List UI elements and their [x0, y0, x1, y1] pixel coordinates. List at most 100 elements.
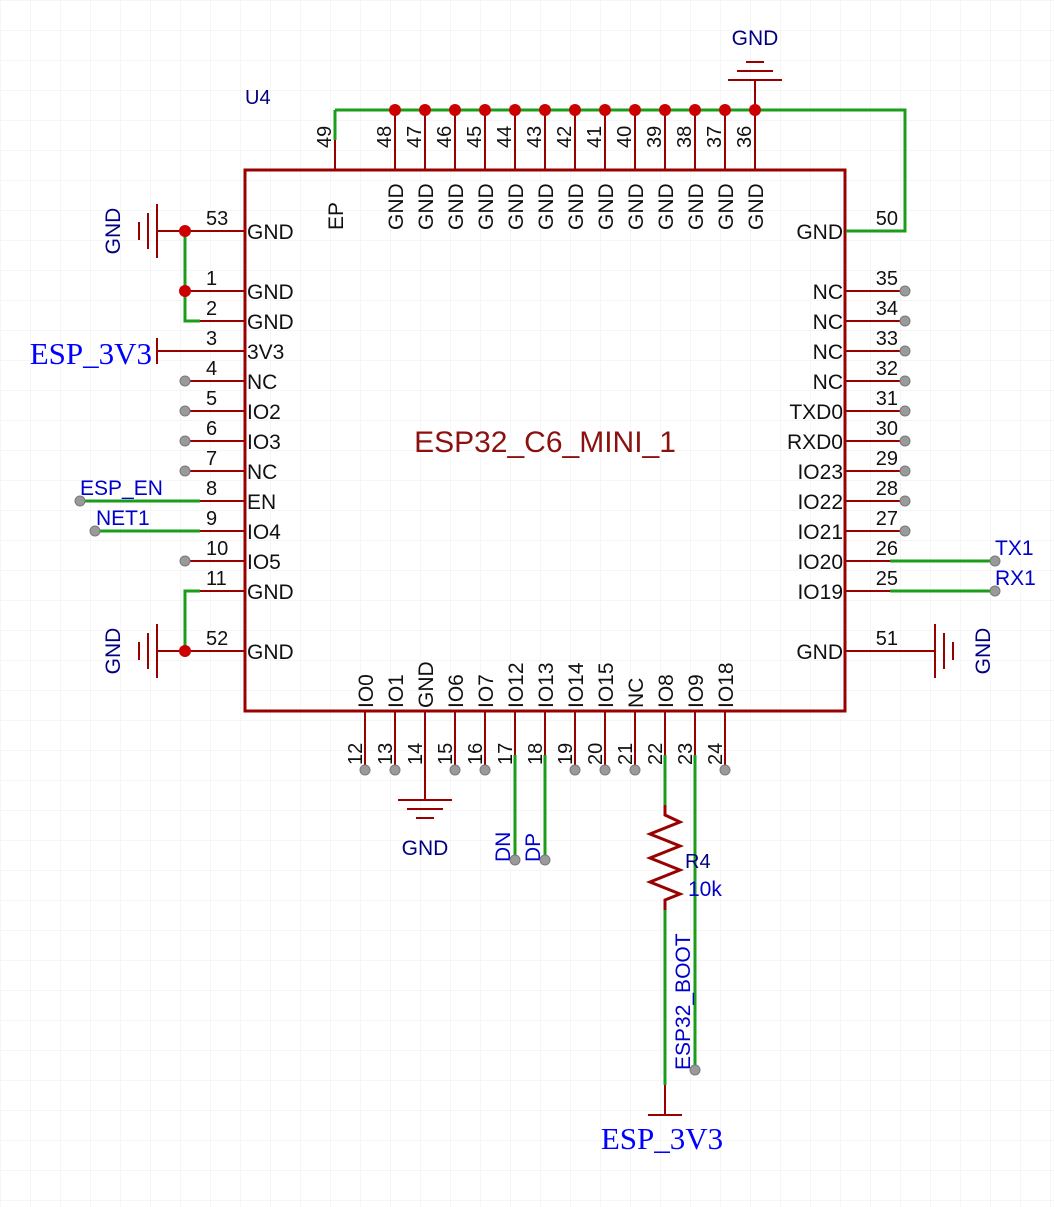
wire-end-net1[interactable]: [89, 525, 101, 537]
wire-left-gnd-53-1[interactable]: [183, 231, 200, 323]
gnd-symbol-bottom[interactable]: GND: [398, 770, 452, 860]
wire-end-dn[interactable]: [509, 854, 521, 866]
wire-end-tx1[interactable]: [989, 555, 1001, 567]
pins-bottom: 12IO013IO114GND15IO616IO717IO1218IO1319I…: [345, 661, 738, 776]
wire-end-esp-en[interactable]: [74, 495, 86, 507]
pin-number: 42: [554, 126, 576, 148]
pin-name: GND: [535, 183, 558, 230]
power-flag-3v3-bottom[interactable]: ESP_3V3: [601, 1085, 723, 1156]
pin-end-dot: [179, 405, 191, 417]
pin-name: IO18: [715, 662, 738, 708]
pin-number: 44: [494, 126, 516, 148]
gnd-symbol-left-top[interactable]: GND: [102, 204, 185, 258]
wire-end-rx1[interactable]: [989, 585, 1001, 597]
gnd-label-left-bottom: GND: [102, 628, 125, 675]
gnd-symbol-left-bottom[interactable]: GND: [102, 624, 185, 678]
pin-number: 52: [206, 628, 228, 650]
pin-name: GND: [655, 183, 678, 230]
wire-end-dp[interactable]: [539, 854, 551, 866]
pin-end-dot: [449, 764, 461, 776]
wire-top-gnd-bus[interactable]: [335, 108, 907, 233]
pin-number: 24: [705, 743, 727, 765]
pin-number: 14: [405, 743, 427, 765]
component-title: ESP32_C6_MINI_1: [414, 426, 676, 459]
pin-left-4[interactable]: 4NC: [179, 358, 277, 394]
pin-name: GND: [625, 183, 648, 230]
power-flag-3v3-left[interactable]: ESP_3V3: [30, 336, 200, 371]
pin-number: 2: [206, 298, 217, 320]
gnd-symbol-top[interactable]: GND: [728, 27, 782, 110]
pin-name: NC: [247, 461, 277, 484]
pin-end-dot: [899, 285, 911, 297]
pin-number: 20: [585, 743, 607, 765]
pin-name: IO23: [797, 461, 843, 484]
pin-number: 35: [876, 268, 898, 290]
wire-end-boot[interactable]: [689, 1064, 701, 1076]
gnd-symbol-right[interactable]: GND: [905, 624, 995, 678]
pin-number: 36: [734, 126, 756, 148]
pin-name: RXD0: [787, 431, 843, 454]
pin-number: 51: [876, 628, 898, 650]
pin-end-dot: [389, 764, 401, 776]
resistor-zigzag: [645, 805, 685, 910]
pin-name: IO14: [565, 662, 588, 708]
net-label-tx1: TX1: [995, 537, 1034, 560]
pin-number: 53: [206, 208, 228, 230]
pin-name: IO8: [655, 674, 678, 708]
wire-left-gnd-11-52[interactable]: [183, 589, 200, 651]
pin-number: 38: [674, 126, 696, 148]
pin-name: IO13: [535, 662, 558, 708]
pin-number: 33: [876, 328, 898, 350]
pin-number: 7: [206, 448, 217, 470]
resistor-r4[interactable]: R4 10k: [645, 805, 722, 910]
pin-number: 40: [614, 126, 636, 148]
pin-left-7[interactable]: 7NC: [179, 448, 277, 484]
pin-name: IO12: [505, 662, 528, 708]
pin-bottom-24[interactable]: 24 IO18: [705, 662, 738, 776]
junction-dot: [749, 104, 761, 116]
pin-number: 31: [876, 388, 898, 410]
pin-name: IO19: [797, 581, 843, 604]
